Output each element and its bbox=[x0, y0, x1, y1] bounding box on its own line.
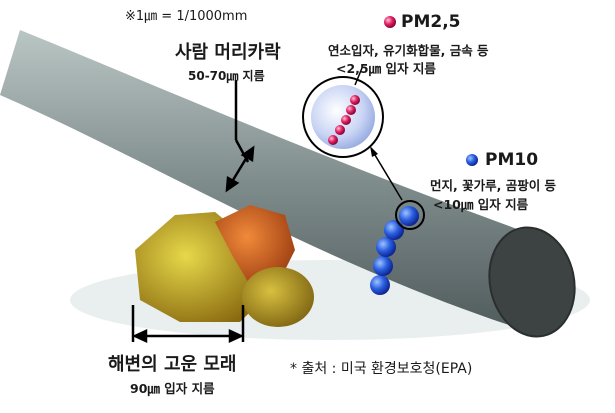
pm25-size: <2,5㎛ 입자 지름 bbox=[336, 61, 436, 76]
magnify-pointer bbox=[371, 149, 403, 201]
sand-size: 90㎛ 입자 지름 bbox=[130, 381, 215, 396]
hair-cross-section bbox=[488, 226, 576, 338]
magnify-small-ring bbox=[395, 200, 425, 230]
sand-title: 해변의 고운 모래 bbox=[108, 354, 237, 375]
pm10-size: <10㎛ 입자 지름 bbox=[433, 197, 529, 212]
pm10-legend-dot bbox=[466, 154, 478, 166]
hair-size: 50-70㎛ 지름 bbox=[188, 69, 265, 83]
hair-strand bbox=[0, 30, 540, 335]
pm25-desc: 연소입자, 유기화합물, 금속 등 bbox=[328, 43, 489, 58]
pm10-label: PM10 bbox=[485, 150, 539, 170]
sand-grain-orange bbox=[215, 205, 295, 285]
source-note: * 출처 : 미국 환경보호청(EPA) bbox=[290, 361, 473, 377]
hair-width-arrow bbox=[225, 80, 255, 193]
magnify-pointer-head bbox=[370, 146, 378, 157]
hair-title: 사람 머리카락 bbox=[175, 42, 281, 63]
sand-grain-small bbox=[242, 267, 314, 327]
unit-note: ※1㎛ = 1/1000mm bbox=[125, 9, 248, 24]
pm25-particle-chain bbox=[328, 95, 360, 145]
pm25-pointer bbox=[354, 67, 363, 86]
pm25-legend-dot bbox=[384, 16, 396, 28]
pm25-label: PM2,5 bbox=[401, 12, 461, 32]
pm10-desc: 먼지, 꽃가루, 곰팡이 등 bbox=[430, 178, 557, 193]
sand-width-arrow bbox=[131, 305, 245, 343]
